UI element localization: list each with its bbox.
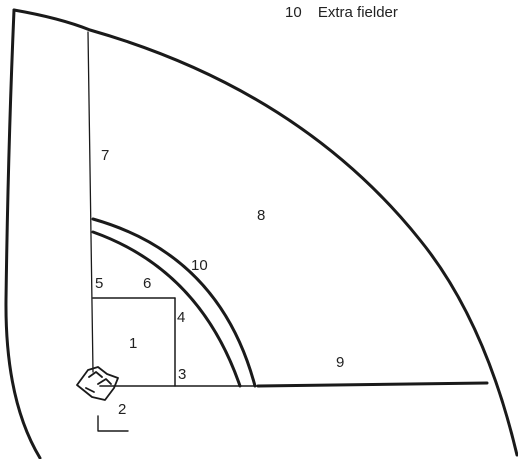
position-label-9: 9 (336, 354, 345, 371)
position-label-10: 10 (191, 257, 208, 274)
left-boundary (4, 8, 42, 459)
legend-text: Extra fielder (317, 4, 398, 21)
position-label-7: 7 (101, 147, 110, 164)
left-foul-line (87, 31, 94, 373)
position-label-8: 8 (257, 207, 266, 224)
home-plate (76, 366, 119, 401)
legend: 10 Extra fielder (285, 4, 398, 22)
position-label-6: 6 (143, 275, 152, 292)
batter-box (85, 371, 112, 393)
baseline-outer (256, 381, 489, 388)
position-label-5: 5 (95, 275, 104, 292)
position-label-4: 4 (177, 309, 186, 326)
inner-arc (91, 230, 242, 388)
position-label-1: 1 (129, 335, 138, 352)
outer-arc (91, 217, 257, 388)
position-label-3: 3 (178, 366, 187, 383)
position-label-2: 2 (118, 401, 127, 418)
catcher-marker (97, 415, 129, 432)
outer-boundary (12, 8, 518, 457)
legend-number: 10 (285, 4, 302, 21)
